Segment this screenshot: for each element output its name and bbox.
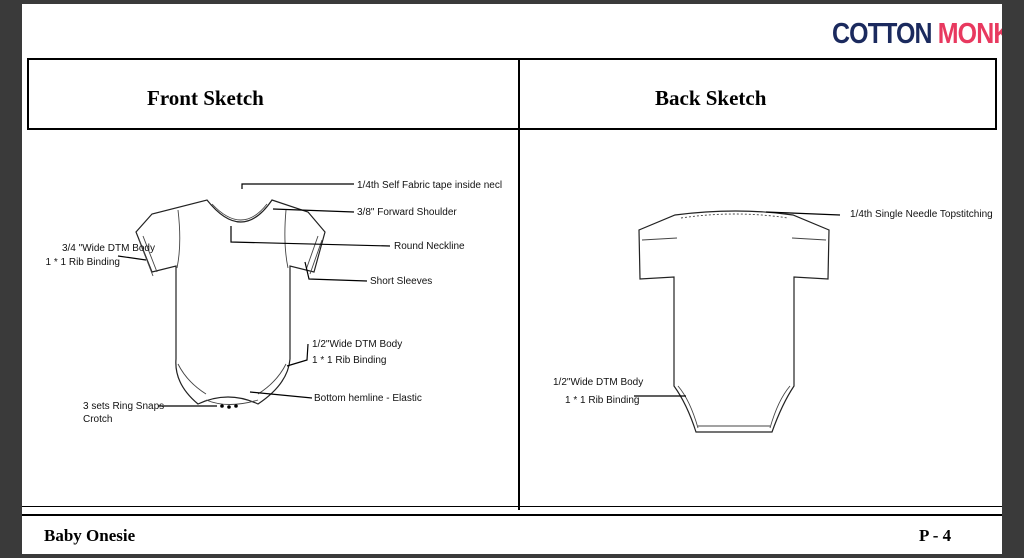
back-right-leg-binding — [769, 385, 791, 429]
brand-word-cotton: COTTON — [832, 18, 933, 50]
label-sleeve-binding-1: 3/4 "Wide DTM Body — [61, 243, 155, 254]
panel-divider — [518, 130, 520, 510]
back-body-outline — [638, 210, 830, 433]
label-topstitching: 1/4th Single Needle Topstitching — [850, 209, 993, 220]
leader-sleeve-binding — [117, 255, 147, 261]
leader-short-sleeves — [304, 261, 368, 282]
back-right-cuff — [791, 237, 827, 241]
front-crotch-placket — [205, 399, 259, 405]
front-left-leg-binding — [177, 363, 207, 395]
back-left-cuff — [641, 237, 678, 241]
snap-3 — [234, 404, 238, 408]
label-bottom-hemline: Bottom hemline - Elastic — [314, 393, 422, 404]
front-onesie-sketch — [135, 199, 326, 409]
leader-forward-shoulder — [272, 208, 355, 213]
label-snaps-2: Crotch — [83, 414, 113, 425]
snap-2 — [227, 405, 231, 409]
front-right-cuff-2 — [305, 235, 319, 271]
label-forward-shoulder: 3/8" Forward Shoulder — [357, 207, 457, 218]
leader-round-neckline — [230, 226, 391, 247]
leader-topstitching — [765, 211, 841, 216]
footer-rule-thick — [22, 514, 1002, 516]
front-right-armhole — [284, 209, 289, 269]
brand-logo: COTTON MONK — [832, 18, 1002, 51]
back-left-leg-binding — [677, 385, 699, 429]
label-short-sleeves: Short Sleeves — [370, 276, 433, 287]
brand-word-monk: MONK — [937, 18, 1002, 50]
label-snaps-1: 3 sets Ring Snaps — [83, 401, 165, 412]
label-leg-binding-1: 1/2"Wide DTM Body — [312, 339, 403, 350]
label-round-neckline: Round Neckline — [394, 241, 465, 252]
garment-sketches — [117, 183, 841, 433]
label-back-leg-binding-1: 1/2"Wide DTM Body — [553, 377, 644, 388]
back-sketch-heading: Back Sketch — [655, 86, 767, 110]
front-sketch-heading: Front Sketch — [147, 86, 264, 110]
front-neckband — [211, 203, 268, 221]
front-body-outline — [135, 199, 326, 405]
leader-leg-binding — [286, 343, 309, 367]
footer-page-number: P - 4 — [919, 526, 952, 545]
back-onesie-sketch — [638, 210, 830, 433]
label-back-leg-binding-2: 1 * 1 Rib Binding — [565, 395, 640, 406]
leader-bottom-hemline — [249, 391, 313, 399]
footer-product-name: Baby Onesie — [44, 526, 136, 545]
front-left-armhole — [176, 209, 181, 269]
tech-pack-page: COTTON MONK Front Sketch Back Sketch — [22, 4, 1002, 554]
front-right-cuff — [309, 239, 323, 275]
front-right-leg-binding — [257, 363, 287, 395]
sketch-header-box: Front Sketch Back Sketch — [27, 58, 997, 130]
header-divider — [518, 60, 520, 128]
leader-self-fabric-tape — [241, 183, 354, 189]
front-left-cuff-2 — [142, 235, 158, 273]
label-sleeve-binding-2: 1 * 1 Rib Binding — [45, 257, 121, 268]
label-leg-binding-2: 1 * 1 Rib Binding — [312, 355, 387, 366]
front-left-cuff — [138, 239, 154, 277]
snap-1 — [220, 404, 224, 408]
label-self-fabric-tape: 1/4th Self Fabric tape inside necl — [357, 180, 503, 191]
footer-rule-thin — [22, 506, 1002, 507]
back-neckline-topstitch — [680, 213, 789, 219]
